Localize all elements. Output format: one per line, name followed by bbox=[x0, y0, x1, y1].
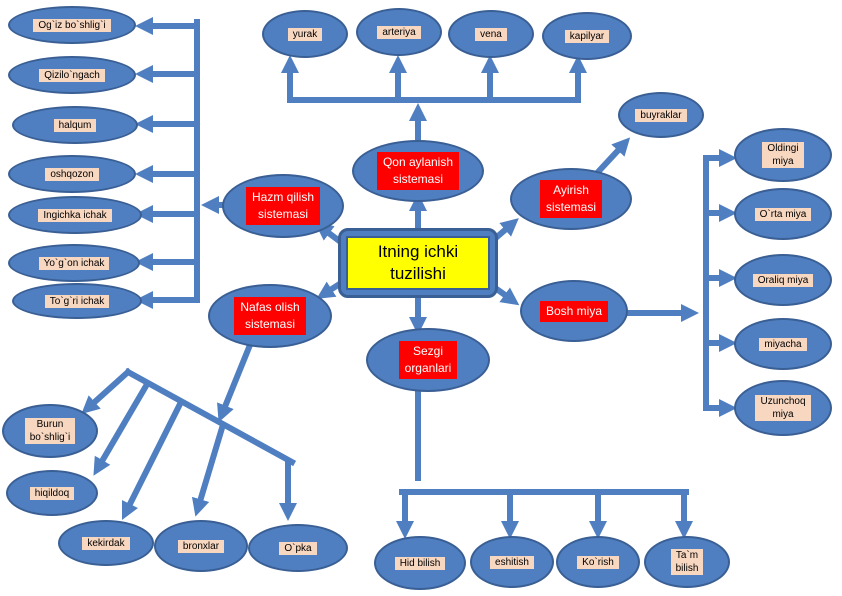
nafas-part-label: kekirdak bbox=[82, 536, 130, 550]
system-label-ayirish: Ayirish sistemasi bbox=[539, 180, 602, 218]
hazm-part-node: Og`iz bo`shlig`i bbox=[8, 6, 136, 44]
bosh-part-label: Oldingi miya bbox=[762, 142, 804, 168]
nafas-part-node: kekirdak bbox=[58, 520, 154, 566]
qon-part-node: vena bbox=[448, 10, 534, 58]
nafas-part-node: bronxlar bbox=[154, 520, 248, 572]
ayirish-part-label: buyraklar bbox=[635, 108, 687, 122]
bosh-part-label: miyacha bbox=[759, 337, 807, 351]
nafas-part-label: hiqildoq bbox=[29, 486, 75, 500]
sezgi-part-label: Hid bilish bbox=[394, 556, 446, 570]
system-label-bosh: Bosh miya bbox=[539, 300, 609, 322]
hazm-part-label: Og`iz bo`shlig`i bbox=[33, 18, 111, 32]
bosh-part-node: Oraliq miya bbox=[734, 254, 832, 306]
system-node-sezgi: Sezgi organlari bbox=[366, 328, 490, 392]
nafas-part-label: bronxlar bbox=[177, 539, 225, 553]
hazm-part-label: halqum bbox=[53, 118, 97, 132]
hazm-part-label: To`g`ri ichak bbox=[44, 294, 110, 308]
sezgi-part-node: Ko`rish bbox=[556, 536, 640, 588]
hazm-part-node: Yo`g`on ichak bbox=[8, 244, 140, 282]
sezgi-part-node: Ta`m bilish bbox=[644, 536, 730, 588]
hazm-part-label: Ingichka ichak bbox=[38, 208, 112, 222]
hazm-part-label: Qizilo`ngach bbox=[39, 68, 105, 82]
arrow-center-ayirish bbox=[493, 218, 519, 241]
center-title: Itning ichki tuzilishi bbox=[346, 236, 490, 290]
sezgi-part-label: Ta`m bilish bbox=[670, 549, 704, 575]
qon-part-label: kapilyar bbox=[564, 29, 610, 43]
bosh-part-label: O`rta miya bbox=[754, 207, 812, 221]
nafas-part-node: Burun bo`shlig`i bbox=[2, 404, 98, 458]
nafas-part-node: O`pka bbox=[248, 524, 348, 572]
system-node-hazm: Hazm qilish sistemasi bbox=[222, 174, 344, 238]
bosh-part-node: Uzunchoq miya bbox=[734, 380, 832, 436]
system-label-nafas: Nafas olish sistemasi bbox=[234, 297, 306, 335]
hazm-part-label: Yo`g`on ichak bbox=[38, 256, 110, 270]
system-node-bosh: Bosh miya bbox=[520, 280, 628, 342]
hazm-part-node: Ingichka ichak bbox=[8, 196, 142, 234]
qon-part-label: yurak bbox=[287, 27, 323, 41]
bosh-part-node: Oldingi miya bbox=[734, 128, 832, 182]
system-label-sezgi: Sezgi organlari bbox=[398, 341, 458, 379]
sezgi-part-label: eshitish bbox=[490, 555, 534, 569]
ayirish-part-node: buyraklar bbox=[618, 92, 704, 138]
qon-part-node: yurak bbox=[262, 10, 348, 58]
nafas-part-label: Burun bo`shlig`i bbox=[24, 418, 76, 444]
hazm-part-node: oshqozon bbox=[8, 155, 136, 193]
system-node-nafas: Nafas olish sistemasi bbox=[208, 284, 332, 348]
qon-part-node: arteriya bbox=[356, 8, 442, 56]
bosh-part-label: Oraliq miya bbox=[752, 273, 814, 287]
hazm-part-node: halqum bbox=[12, 106, 138, 144]
arrow-center-nafas bbox=[316, 280, 343, 299]
nafas-part-node: hiqildoq bbox=[6, 470, 98, 516]
bosh-part-label: Uzunchoq miya bbox=[755, 395, 811, 421]
hazm-part-label: oshqozon bbox=[45, 167, 99, 181]
qon-part-label: vena bbox=[475, 27, 507, 41]
hazm-part-node: To`g`ri ichak bbox=[12, 283, 142, 319]
qon-part-node: kapilyar bbox=[542, 12, 632, 60]
nafas-part-label: O`pka bbox=[279, 541, 317, 555]
system-node-ayirish: Ayirish sistemasi bbox=[510, 168, 632, 230]
center-node: Itning ichki tuzilishi bbox=[338, 228, 498, 298]
bosh-part-node: O`rta miya bbox=[734, 188, 832, 240]
bosh-part-node: miyacha bbox=[734, 318, 832, 370]
sezgi-part-node: Hid bilish bbox=[374, 536, 466, 590]
arrow-center-bosh bbox=[493, 285, 520, 306]
system-label-qon: Qon aylanish sistemasi bbox=[376, 152, 460, 190]
system-label-hazm: Hazm qilish sistemasi bbox=[245, 187, 320, 225]
sezgi-part-node: eshitish bbox=[470, 536, 554, 588]
system-node-qon: Qon aylanish sistemasi bbox=[352, 140, 484, 202]
qon-part-label: arteriya bbox=[377, 25, 421, 39]
sezgi-part-label: Ko`rish bbox=[577, 555, 619, 569]
arrow-center-hazm bbox=[314, 222, 343, 245]
hazm-part-node: Qizilo`ngach bbox=[8, 56, 136, 94]
